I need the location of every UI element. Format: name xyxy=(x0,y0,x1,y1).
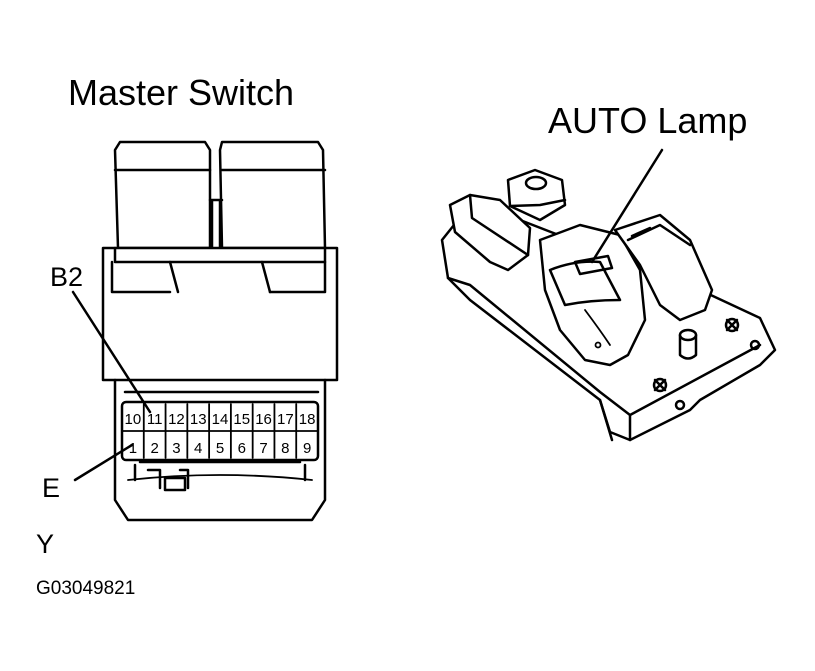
connector-pin-15: 15 xyxy=(233,411,250,428)
connector-pin-11: 11 xyxy=(147,411,163,428)
connector-pin-7: 7 xyxy=(259,440,267,457)
master-switch-isometric-view xyxy=(440,168,777,442)
b2-leader-line xyxy=(71,290,152,414)
mounting-post xyxy=(678,333,698,360)
e-terminal-label: E xyxy=(42,473,60,503)
connector-pin-10: 10 xyxy=(125,411,142,428)
screw-cross-mark xyxy=(652,377,668,393)
connector-pin-6: 6 xyxy=(238,440,246,457)
connector-pin-13: 13 xyxy=(190,411,207,428)
left-switch-knob xyxy=(113,140,212,250)
connector-pin-8: 8 xyxy=(281,440,289,457)
connector-pin-4: 4 xyxy=(194,440,202,457)
connector-pin-2: 2 xyxy=(150,440,158,457)
connector-pin-3: 3 xyxy=(172,440,180,457)
connector-pin-1: 1 xyxy=(129,440,137,457)
auto-lamp-window xyxy=(573,254,614,276)
e-leader-line xyxy=(73,443,134,482)
connector-pin-14: 14 xyxy=(212,411,229,428)
master-switch-label: Master Switch xyxy=(68,72,294,113)
right-switch-knob xyxy=(218,140,327,250)
connector-pin-17: 17 xyxy=(277,411,294,428)
figure-code: G03049821 xyxy=(36,578,135,599)
auto-lamp-leader-line xyxy=(590,148,664,264)
screw-cross-mark xyxy=(724,317,740,333)
center-rocker-switch xyxy=(538,223,647,367)
connector-pin-9: 9 xyxy=(303,440,311,457)
connector-pin-18: 18 xyxy=(299,411,316,428)
right-rocker-switch xyxy=(613,213,714,322)
connector-pin-12: 12 xyxy=(168,411,185,428)
connector-pin-16: 16 xyxy=(255,411,272,428)
connector-pin-5: 5 xyxy=(216,440,224,457)
auto-lamp-label: AUTO Lamp xyxy=(548,100,747,141)
b2-terminal-label: B2 xyxy=(50,262,83,292)
y-label: Y xyxy=(36,529,54,559)
